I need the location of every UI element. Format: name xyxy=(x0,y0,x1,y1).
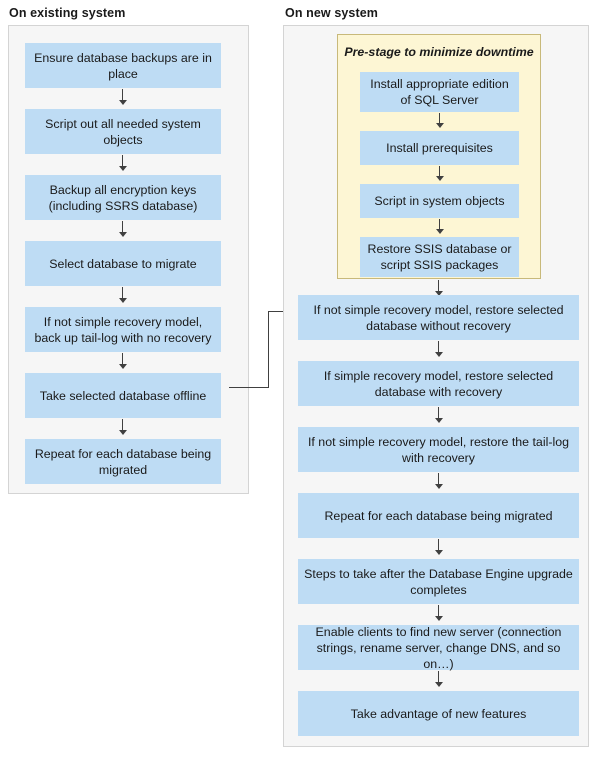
new-system-panel: Pre-stage to minimize downtime Install a… xyxy=(283,25,589,747)
arrow-down-r5 xyxy=(433,605,444,622)
existing-system-panel: Ensure database backups are in place Scr… xyxy=(8,25,249,494)
node-select-database-to-migrate[interactable]: Select database to migrate xyxy=(25,241,221,286)
arrow-down-r4 xyxy=(433,539,444,556)
connector-segment-horizontal-upper xyxy=(268,310,292,312)
prestage-label: Pre-stage to minimize downtime xyxy=(344,45,534,59)
node-take-advantage-new-features[interactable]: Take advantage of new features xyxy=(298,691,579,736)
arrow-down-prestage-2 xyxy=(434,166,445,182)
arrow-down-2 xyxy=(117,155,128,172)
connector-segment-horizontal-lower xyxy=(229,386,269,388)
arrow-down-6 xyxy=(117,419,128,436)
arrow-down-prestage-exit xyxy=(433,280,444,297)
arrow-down-r6 xyxy=(433,671,444,688)
node-repeat-for-each-database[interactable]: Repeat for each database being migrated xyxy=(25,439,221,484)
node-restore-without-recovery[interactable]: If not simple recovery model, restore se… xyxy=(298,295,579,340)
node-backup-encryption-keys[interactable]: Backup all encryption keys (including SS… xyxy=(25,175,221,220)
node-enable-clients-find-new-server[interactable]: Enable clients to find new server (conne… xyxy=(298,625,579,671)
arrow-down-3 xyxy=(117,221,128,238)
node-install-prerequisites[interactable]: Install prerequisites xyxy=(360,131,519,165)
left-panel-title: On existing system xyxy=(9,6,126,20)
arrow-down-prestage-1 xyxy=(434,113,445,129)
node-restore-ssis-database[interactable]: Restore SSIS database or script SSIS pac… xyxy=(360,237,519,277)
node-script-out-system-objects[interactable]: Script out all needed system objects xyxy=(25,109,221,154)
node-script-in-system-objects[interactable]: Script in system objects xyxy=(360,184,519,218)
right-panel-title: On new system xyxy=(285,6,378,20)
arrow-down-r3 xyxy=(433,473,444,490)
connector-segment-vertical xyxy=(268,311,270,387)
node-restore-tail-log-with-recovery[interactable]: If not simple recovery model, restore th… xyxy=(298,427,579,472)
node-install-sql-server-edition[interactable]: Install appropriate edition of SQL Serve… xyxy=(360,72,519,112)
arrow-down-prestage-3 xyxy=(434,219,445,235)
node-ensure-database-backups[interactable]: Ensure database backups are in place xyxy=(25,43,221,88)
node-backup-tail-log-no-recovery[interactable]: If not simple recovery model, back up ta… xyxy=(25,307,221,352)
node-restore-with-recovery[interactable]: If simple recovery model, restore select… xyxy=(298,361,579,406)
node-repeat-each-database-new[interactable]: Repeat for each database being migrated xyxy=(298,493,579,538)
arrow-down-r2 xyxy=(433,407,444,424)
arrow-down-4 xyxy=(117,287,128,304)
prestage-group: Pre-stage to minimize downtime Install a… xyxy=(337,34,541,279)
arrow-down-r1 xyxy=(433,341,444,358)
arrow-down-1 xyxy=(117,89,128,106)
arrow-down-5 xyxy=(117,353,128,370)
node-take-database-offline[interactable]: Take selected database offline xyxy=(25,373,221,418)
node-post-upgrade-steps[interactable]: Steps to take after the Database Engine … xyxy=(298,559,579,604)
